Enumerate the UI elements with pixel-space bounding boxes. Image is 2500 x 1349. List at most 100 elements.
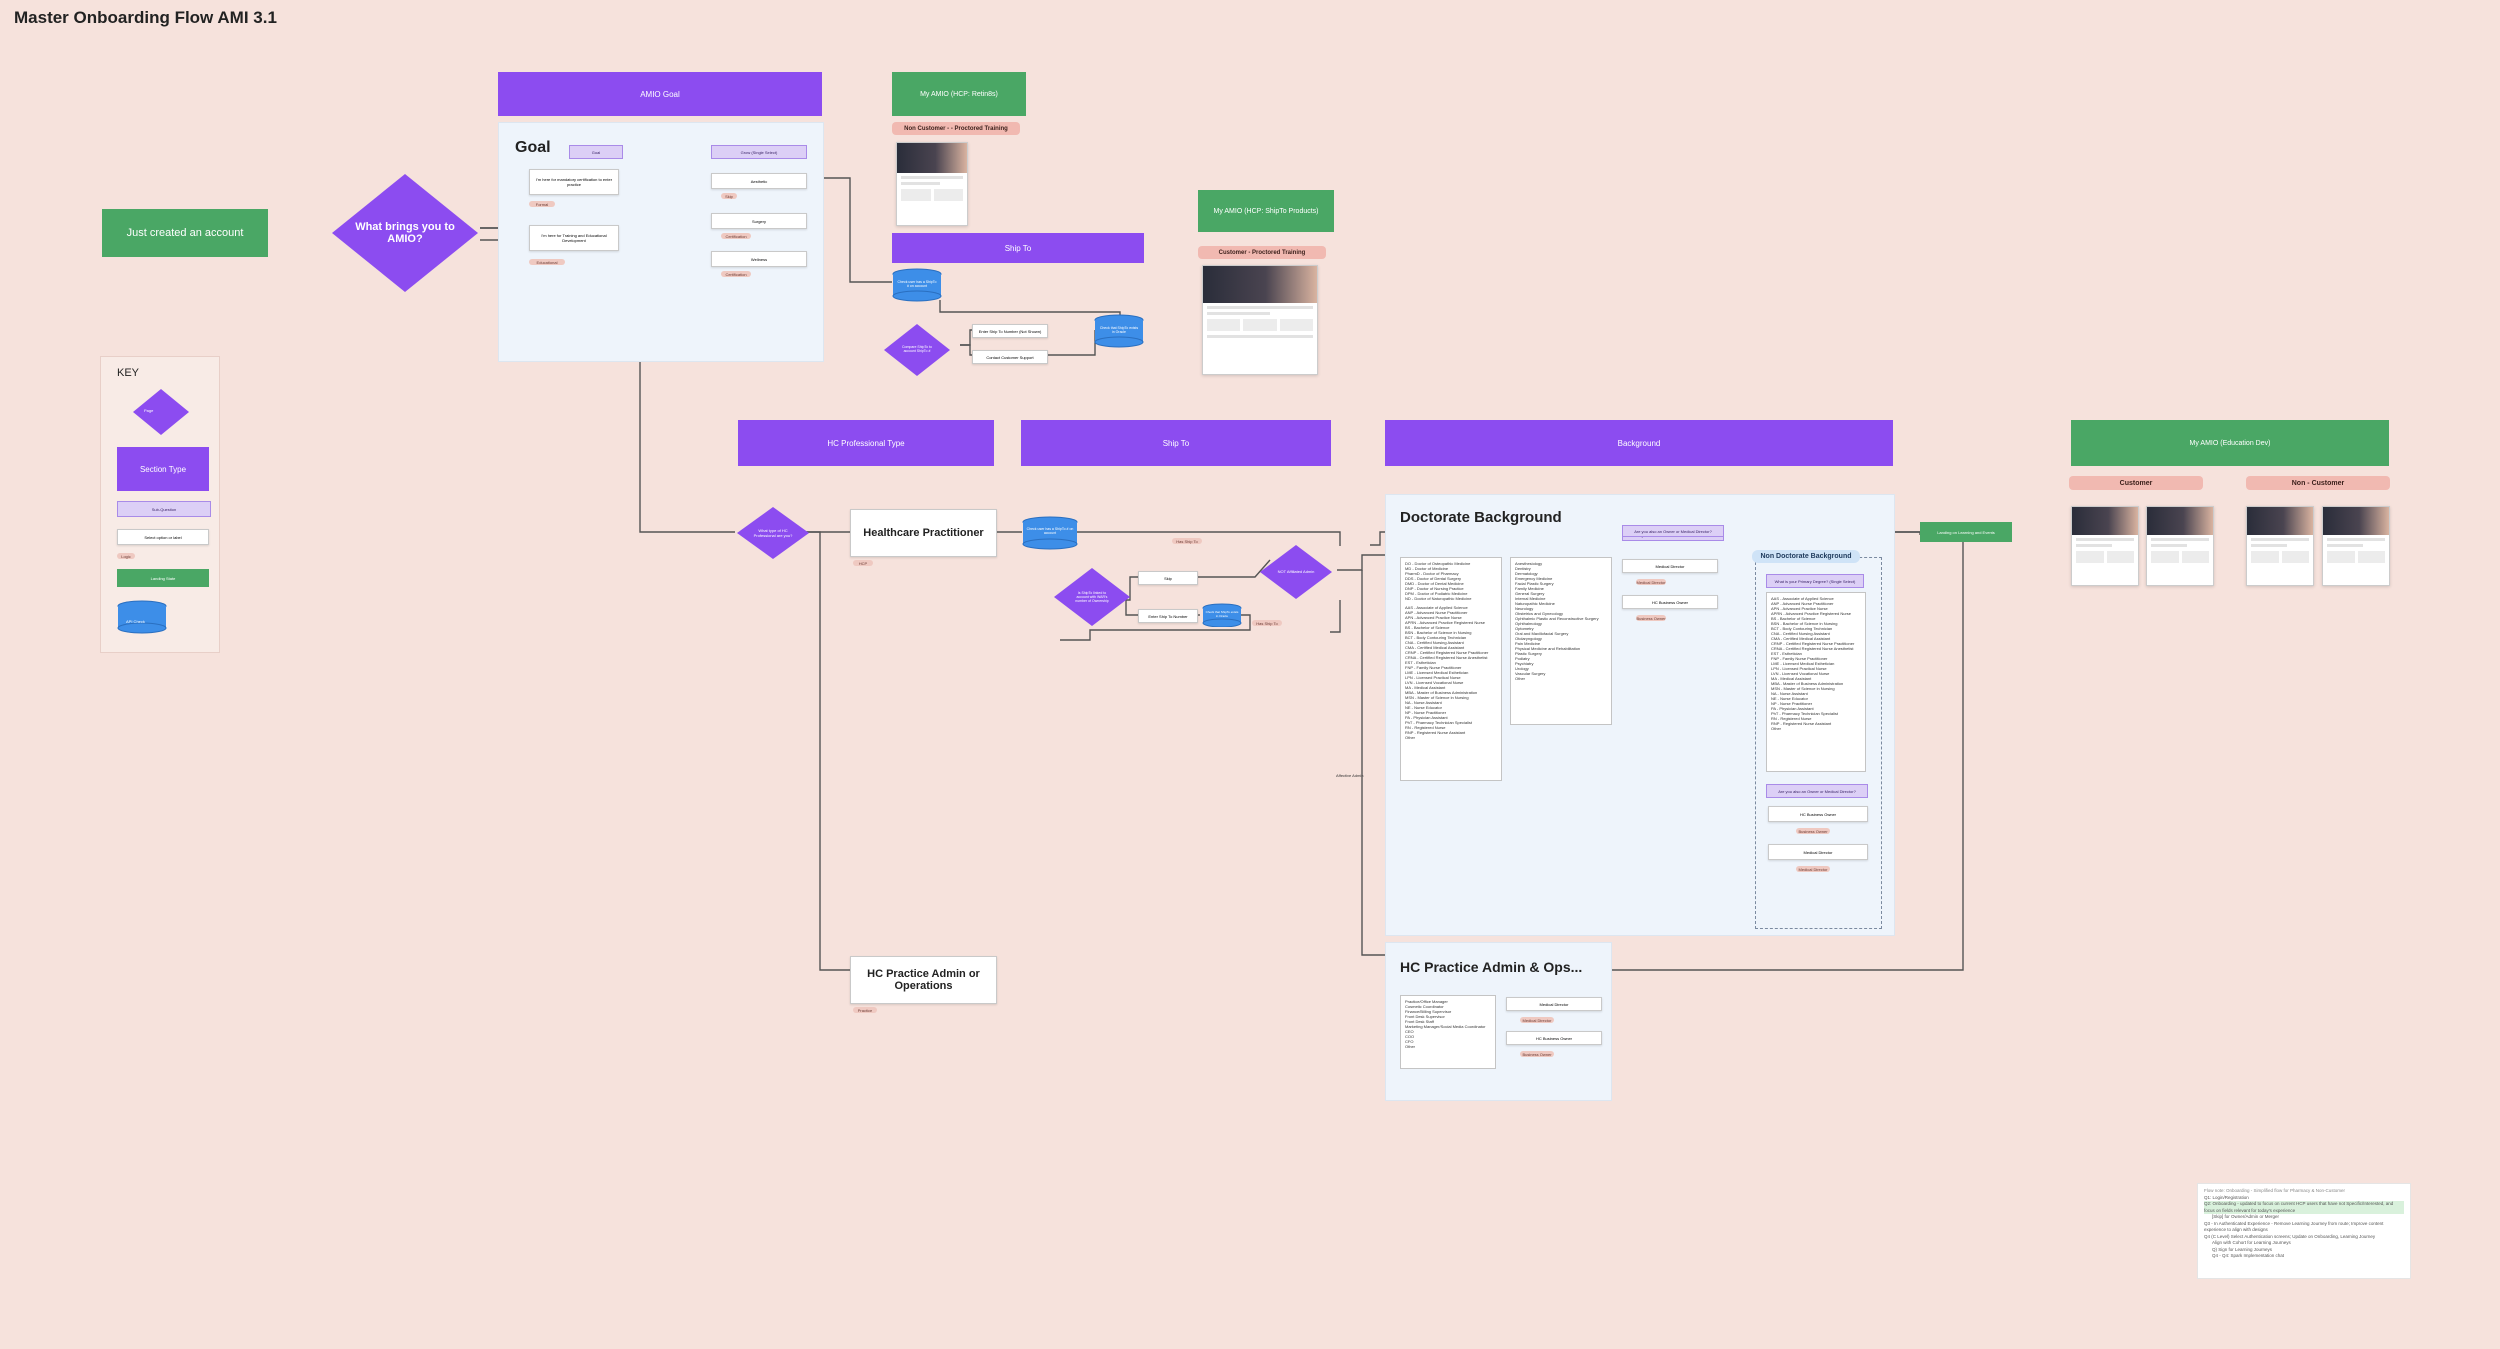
list-item[interactable]: Otolaryngology — [1515, 636, 1542, 641]
list-item[interactable]: Other — [1405, 735, 1416, 740]
goal-option-training[interactable]: I'm here for Training and Educational De… — [529, 225, 619, 251]
list-item[interactable]: Other — [1405, 1044, 1416, 1049]
goal-sub-surgery[interactable]: Surgery — [711, 213, 807, 229]
list-item[interactable]: BCT - Body Contouring Technician — [1771, 626, 1833, 631]
list-item[interactable]: Vascular Surgery — [1515, 671, 1546, 676]
list-item[interactable]: Practice/Office Manager — [1405, 999, 1448, 1004]
ship-to-enter-option[interactable]: Enter Ship To Number (Not Shown) — [972, 324, 1048, 338]
list-item[interactable]: ANP - Advanced Nurse Practitioner — [1771, 601, 1834, 606]
business-owner-option[interactable]: HC Business Owner — [1622, 595, 1718, 609]
list-item[interactable]: Front Desk Staff — [1405, 1019, 1434, 1024]
list-item[interactable]: General Surgery — [1515, 591, 1545, 596]
list-item[interactable]: RNP - Registered Nurse Assistant — [1771, 721, 1832, 726]
list-item[interactable]: MBA - Master of Business Administration — [1771, 681, 1844, 686]
list-item[interactable]: Dentistry — [1515, 566, 1531, 571]
list-item[interactable]: AAS - Associate of Applied Science — [1405, 605, 1468, 610]
list-item[interactable]: NE - Nurse Educator — [1405, 705, 1442, 710]
admin-role-list[interactable]: Practice/Office Manager Cosmetic Coordin… — [1400, 995, 1496, 1069]
list-item[interactable]: DPM - Doctor of Podiatric Medicine — [1405, 591, 1468, 596]
landing-node[interactable]: Landing on Learning and Events — [1920, 522, 2012, 542]
list-item[interactable]: Finance/Billing Supervisor — [1405, 1009, 1452, 1014]
list-item[interactable]: APN - Advanced Practice Nurse — [1405, 615, 1462, 620]
list-item[interactable]: NA - Nurse Assistant — [1405, 700, 1442, 705]
list-item[interactable]: LVN - Licensed Vocational Nurse — [1771, 671, 1830, 676]
list-item[interactable]: PharmD - Doctor of Pharmacy — [1405, 571, 1459, 576]
list-item[interactable]: DMD - Doctor of Dental Medicine — [1405, 581, 1464, 586]
list-item[interactable]: Ophthalmology — [1515, 621, 1542, 626]
list-item[interactable]: EST - Esthetician — [1405, 660, 1436, 665]
list-item[interactable]: MA - Medical Assistant — [1405, 685, 1446, 690]
list-item[interactable]: LPN - Licensed Practical Nurse — [1771, 666, 1827, 671]
list-item[interactable]: NE - Nurse Educator — [1771, 696, 1808, 701]
list-item[interactable]: Emergency Medicine — [1515, 576, 1553, 581]
start-node[interactable]: Just created an account — [102, 209, 268, 257]
list-item[interactable]: MSN - Master of Science in Nursing — [1405, 695, 1469, 700]
list-item[interactable]: Family Medicine — [1515, 586, 1544, 591]
list-item[interactable]: APRN - Advanced Practice Registered Nurs… — [1771, 611, 1852, 616]
list-item[interactable]: PA - Physician Assistant — [1405, 715, 1448, 720]
list-item[interactable]: Internal Medicine — [1515, 596, 1546, 601]
list-item[interactable]: CEO — [1405, 1029, 1414, 1034]
list-item[interactable]: DO - Doctor of Osteopathic Medicine — [1405, 561, 1471, 566]
list-item[interactable]: LVN - Licensed Vocational Nurse — [1405, 680, 1464, 685]
list-item[interactable]: PA - Physician Assistant — [1771, 706, 1814, 711]
list-item[interactable]: BCT - Body Contouring Technician — [1405, 635, 1467, 640]
list-item[interactable]: PhT - Pharmacy Technician Specialist — [1405, 720, 1472, 725]
list-item[interactable]: Urology — [1515, 666, 1529, 671]
list-item[interactable]: ND - Doctor of Naturopathic Medicine — [1405, 596, 1472, 601]
doctorate-degree-list[interactable]: DO - Doctor of Osteopathic Medicine MD -… — [1400, 557, 1502, 781]
professional-type-diamond[interactable] — [735, 505, 811, 561]
list-item[interactable]: LME - Licensed Medical Esthetician — [1771, 661, 1835, 666]
list-item[interactable]: APRN - Advanced Practice Registered Nurs… — [1405, 620, 1486, 625]
list-item[interactable]: COO — [1405, 1034, 1415, 1039]
medical-director-option[interactable]: Medical Director — [1506, 997, 1602, 1011]
list-item[interactable]: CMA - Certified Medical Assistant — [1771, 636, 1831, 641]
list-item[interactable]: Physical Medicine and Rehabilitation — [1515, 646, 1581, 651]
list-item[interactable]: ANP - Advanced Nurse Practitioner — [1405, 610, 1468, 615]
list-item[interactable]: Optometry — [1515, 626, 1534, 631]
list-item[interactable]: APN - Advanced Practice Nurse — [1771, 606, 1828, 611]
list-item[interactable]: DNP - Doctor of Nursing Practice — [1405, 586, 1464, 591]
list-item[interactable]: Front Desk Supervisor — [1405, 1014, 1445, 1019]
list-item[interactable]: Anesthesiology — [1515, 561, 1543, 566]
list-item[interactable]: RN - Registered Nurse — [1405, 725, 1446, 730]
non-doctorate-degree-list[interactable]: AAS - Associate of Applied Science ANP -… — [1766, 592, 1866, 772]
list-item[interactable]: RNP - Registered Nurse Assistant — [1405, 730, 1466, 735]
list-item[interactable]: Oral and Maxillofacial Surgery — [1515, 631, 1569, 636]
list-item[interactable]: PhT - Pharmacy Technician Specialist — [1771, 711, 1838, 716]
list-item[interactable]: Cosmetic Coordinator — [1405, 1004, 1444, 1009]
list-item[interactable]: AAS - Associate of Applied Science — [1771, 596, 1834, 601]
medical-director-option[interactable]: Medical Director — [1622, 559, 1718, 573]
goal-option-certification[interactable]: I'm here for mandatory certification to … — [529, 169, 619, 195]
hc-practice-admin-option[interactable]: HC Practice Admin or Operations — [850, 956, 997, 1004]
list-item[interactable]: MSN - Master of Science in Nursing — [1771, 686, 1835, 691]
list-item[interactable]: DDS - Doctor of Dental Surgery — [1405, 576, 1462, 581]
list-item[interactable]: BSN - Bachelor of Science in Nursing — [1771, 621, 1838, 626]
enter-ship-to-option[interactable]: Enter Ship To Number — [1138, 609, 1198, 623]
list-item[interactable]: Psychiatry — [1515, 661, 1534, 666]
list-item[interactable]: Podiatry — [1515, 656, 1530, 661]
business-owner-option[interactable]: HC Business Owner — [1768, 806, 1868, 822]
list-item[interactable]: CRNA - Certified Registered Nurse Anesth… — [1771, 646, 1854, 651]
list-item[interactable]: Pain Medicine — [1515, 641, 1541, 646]
list-item[interactable]: CRNA - Certified Registered Nurse Anesth… — [1405, 655, 1488, 660]
contact-support-option[interactable]: Contact Customer Support — [972, 350, 1048, 364]
list-item[interactable]: CNA - Certified Nursing Assistant — [1405, 640, 1464, 645]
list-item[interactable]: FNP - Family Nurse Practitioner — [1405, 665, 1462, 670]
list-item[interactable]: MBA - Master of Business Administration — [1405, 690, 1478, 695]
list-item[interactable]: LME - Licensed Medical Esthetician — [1405, 670, 1469, 675]
list-item[interactable]: EST - Esthetician — [1771, 651, 1802, 656]
list-item[interactable]: Neurology — [1515, 606, 1534, 611]
specialty-list[interactable]: Anesthesiology Dentistry Dermatology Eme… — [1510, 557, 1612, 725]
list-item[interactable]: Other — [1771, 726, 1782, 731]
list-item[interactable]: NP - Nurse Practitioner — [1405, 710, 1447, 715]
list-item[interactable]: MD - Doctor of Medicine — [1405, 566, 1449, 571]
business-owner-option[interactable]: HC Business Owner — [1506, 1031, 1602, 1045]
list-item[interactable]: BSN - Bachelor of Science in Nursing — [1405, 630, 1472, 635]
list-item[interactable]: Other — [1515, 676, 1526, 681]
list-item[interactable]: LPN - Licensed Practical Nurse — [1405, 675, 1461, 680]
list-item[interactable]: Ophthalmic Plastic and Reconstructive Su… — [1515, 616, 1599, 621]
list-item[interactable]: BS - Bachelor of Science — [1771, 616, 1816, 621]
list-item[interactable]: NP - Nurse Practitioner — [1771, 701, 1813, 706]
list-item[interactable]: NA - Nurse Assistant — [1771, 691, 1808, 696]
